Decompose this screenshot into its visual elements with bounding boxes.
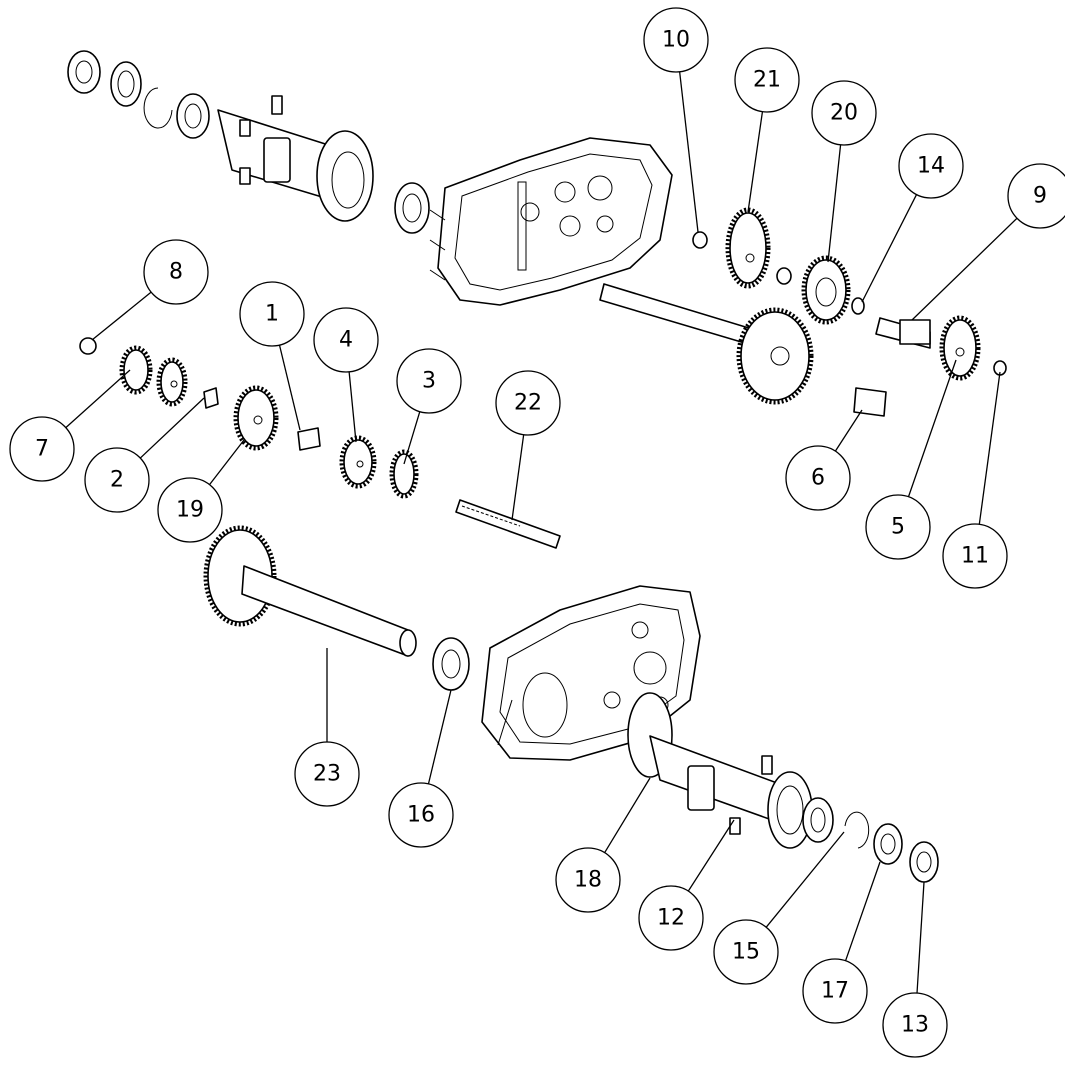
leader-line-19 [209, 439, 245, 486]
upper-axle-tube-assembly [67, 50, 430, 234]
middle-gear-cluster [79, 337, 561, 549]
callout-circle-17 [802, 958, 868, 1024]
callout-label-14: 14 [917, 154, 945, 179]
leader-line-4 [348, 371, 357, 443]
callout-label-18: 18 [574, 868, 602, 893]
leader-line-9 [911, 217, 1018, 321]
leader-line-2 [139, 397, 205, 459]
leader-line-8 [91, 291, 152, 341]
callout-circle-22 [495, 370, 561, 436]
leader-line-11 [978, 371, 1001, 525]
leader-line-14 [861, 194, 918, 303]
callout-circle-12 [638, 885, 704, 951]
callout-label-2: 2 [110, 468, 124, 493]
callout-circle-7 [9, 416, 75, 482]
leader-line-15 [765, 831, 845, 928]
callout-circle-6 [785, 445, 851, 511]
callout-circle-11 [942, 523, 1008, 589]
callout-label-4: 4 [339, 328, 353, 353]
callout-label-21: 21 [753, 68, 781, 93]
leader-line-13 [916, 881, 925, 994]
callout-circle-2 [84, 447, 150, 513]
callout-label-20: 20 [830, 101, 858, 126]
callout-label-16: 16 [407, 803, 435, 828]
leader-line-6 [834, 409, 863, 452]
leader-line-12 [687, 819, 735, 892]
upper-housing-half [429, 137, 673, 306]
leader-line-10 [678, 71, 699, 233]
leader-line-21 [747, 111, 764, 213]
leader-line-16 [427, 689, 452, 785]
callout-circle-21 [734, 47, 800, 113]
leader-line-3 [403, 411, 421, 465]
leader-line-5 [907, 359, 957, 497]
callout-circle-15 [713, 919, 779, 985]
upper-right-gear-train [599, 207, 1007, 417]
leader-line-20 [827, 144, 842, 263]
callout-circle-23 [294, 741, 360, 807]
callout-circle-8 [143, 239, 209, 305]
callout-circle-3 [396, 348, 462, 414]
callout-label-19: 19 [176, 498, 204, 523]
callout-circle-14 [898, 133, 964, 199]
callout-label-9: 9 [1033, 184, 1047, 209]
callout-circle-10 [643, 7, 709, 73]
callout-label-7: 7 [35, 437, 49, 462]
callout-circle-4 [313, 307, 379, 373]
callout-label-10: 10 [662, 28, 690, 53]
callout-label-12: 12 [657, 906, 685, 931]
callout-label-11: 11 [961, 544, 989, 569]
lower-axle-tube-assembly [627, 692, 939, 883]
callout-label-15: 15 [732, 940, 760, 965]
callout-circle-13 [882, 992, 948, 1058]
callout-label-13: 13 [901, 1013, 929, 1038]
callout-circle-9 [1007, 163, 1065, 229]
lower-axle-shaft [203, 525, 470, 691]
callout-circle-1 [239, 281, 305, 347]
callout-circle-16 [388, 782, 454, 848]
callout-label-1: 1 [265, 302, 279, 327]
callout-circle-20 [811, 80, 877, 146]
callout-label-6: 6 [811, 466, 825, 491]
callout-label-17: 17 [821, 979, 849, 1004]
callout-label-23: 23 [313, 762, 341, 787]
leader-line-17 [844, 861, 881, 961]
callout-label-8: 8 [169, 260, 183, 285]
leader-line-18 [604, 777, 651, 853]
leader-line-1 [278, 344, 301, 431]
callout-circle-18 [555, 847, 621, 913]
callout-label-22: 22 [514, 391, 542, 416]
leader-line-7 [65, 369, 131, 429]
callout-label-5: 5 [891, 515, 905, 540]
callout-circle-19 [157, 477, 223, 543]
callout-circle-5 [865, 494, 931, 560]
leader-line-22 [511, 434, 525, 521]
callout-label-3: 3 [422, 369, 436, 394]
